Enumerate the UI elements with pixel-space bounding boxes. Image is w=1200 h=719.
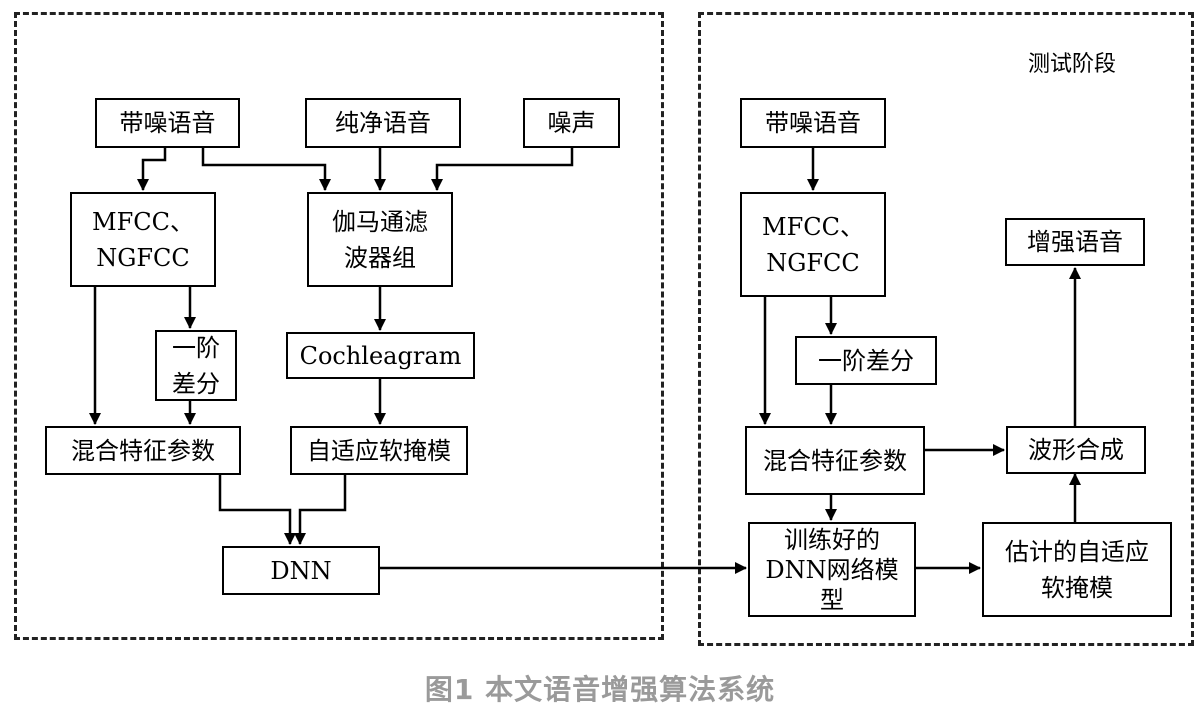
box-noisy-speech-right: 带噪语音	[740, 98, 886, 148]
box-noise: 噪声	[523, 98, 620, 148]
box-mixed-features-left: 混合特征参数	[45, 426, 241, 475]
test-stage-region	[698, 12, 1194, 646]
box-dnn: DNN	[222, 546, 380, 595]
figure-caption: 图1 本文语音增强算法系统	[424, 673, 776, 706]
test-stage-label: 测试阶段	[1028, 52, 1117, 77]
box-enhanced-speech: 增强语音	[1005, 218, 1145, 266]
box-mixed-features-right: 混合特征参数	[745, 426, 925, 495]
box-cochleagram: Cochleagram	[286, 332, 475, 379]
box-clean-speech: 纯净语音	[305, 98, 461, 148]
box-trained-dnn-model: 训练好的 DNN网络模 型	[748, 522, 916, 617]
box-waveform-synthesis: 波形合成	[1006, 426, 1146, 474]
box-delta-left: 一阶 差分	[155, 330, 237, 401]
box-noisy-speech-left: 带噪语音	[95, 98, 240, 148]
arrow-noise-to-gammatone	[431, 147, 574, 191]
box-mfcc-ngfcc-left: MFCC、 NGFCC	[70, 192, 216, 287]
arrow-mask-to-dnn	[294, 474, 347, 545]
arrow-noisy-to-mfcc-left	[137, 147, 167, 191]
box-adaptive-soft-mask: 自适应软掩模	[290, 426, 468, 475]
box-mfcc-ngfcc-right: MFCC、 NGFCC	[740, 192, 886, 297]
box-delta-right: 一阶差分	[795, 336, 937, 385]
arrow-mixed-to-dnn	[218, 474, 296, 545]
arrow-noisy-to-gammatone	[201, 147, 331, 191]
box-estimated-adaptive-mask: 估计的自适应 软掩模	[982, 522, 1172, 617]
training-stage-region	[14, 12, 664, 640]
box-gammatone-filterbank: 伽马通滤 波器组	[307, 192, 453, 287]
